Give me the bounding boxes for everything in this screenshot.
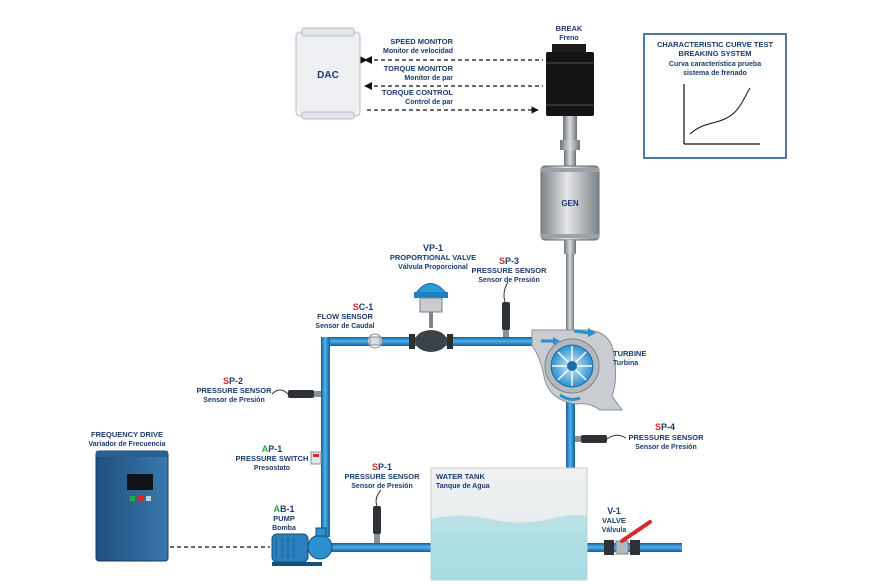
svg-text:SP-2: SP-2 <box>223 376 243 386</box>
pressure-sensor-sp1[interactable]: SP-1 PRESSURE SENSOR Sensor de Presión <box>344 462 420 543</box>
sp4-sub: Sensor de Presión <box>635 444 696 451</box>
frequency-drive[interactable]: FREQUENCY DRIVE Variador de Frecuencia <box>88 430 270 562</box>
proportional-valve-vp1[interactable]: VP-1 PROPORTIONAL VALVE Válvula Proporci… <box>390 243 476 352</box>
ab1-title: PUMP <box>273 514 295 523</box>
sp4-prefix: S <box>655 422 661 432</box>
vp1-sub: Válvula Proporcional <box>398 264 468 271</box>
pressure-sensor-sp4[interactable]: SP-4 PRESSURE SENSOR Sensor de Presión <box>575 422 704 451</box>
sp4-code: P-4 <box>661 422 675 432</box>
sp1-title: PRESSURE SENSOR <box>344 472 420 481</box>
signal-lines <box>360 56 543 114</box>
ap1-prefix: A <box>262 444 269 454</box>
drive-title: FREQUENCY DRIVE <box>91 430 163 439</box>
v1-code: V-1 <box>607 506 621 516</box>
sp2-prefix: S <box>223 376 229 386</box>
sp1-code: P-1 <box>378 462 392 472</box>
torque-control-title: TORQUE CONTROL <box>382 88 454 97</box>
water-tank: WATER TANK Tanque de Agua <box>430 467 588 581</box>
brake-unit: BREAK Freno <box>546 24 594 166</box>
pipe-left <box>321 337 330 537</box>
sp3-code: P-3 <box>505 256 519 266</box>
characteristic-curve-panel: CHARACTERISTIC CURVE TEST BREAKING SYSTE… <box>643 33 787 159</box>
sc1-code: C-1 <box>359 302 374 312</box>
curve-sub-1: Curva característica prueba <box>669 61 761 68</box>
pipe-turbine-outlet <box>566 398 575 468</box>
dac-label: DAC <box>317 70 339 81</box>
generator-label: GEN <box>561 199 579 208</box>
sc1-title: FLOW SENSOR <box>317 312 373 321</box>
speed-monitor-sub: Monitor de velocidad <box>383 48 453 55</box>
speed-monitor-title: SPEED MONITOR <box>390 37 453 46</box>
drive-func-button[interactable] <box>146 496 151 501</box>
curve-title-1: CHARACTERISTIC CURVE TEST <box>657 40 774 49</box>
turbine: TURBINE Turbina <box>531 328 646 411</box>
drive-stop-button[interactable] <box>138 496 143 501</box>
pipe-outlet <box>602 543 682 552</box>
vp1-code: VP-1 <box>423 243 443 253</box>
flow-sensor-sc1[interactable]: SC-1 FLOW SENSOR Sensor de Caudal <box>315 302 383 349</box>
drive-sub: Variador de Frecuencia <box>88 441 165 448</box>
svg-text:AP-1: AP-1 <box>262 444 283 454</box>
torque-monitor-title: TORQUE MONITOR <box>384 64 454 73</box>
turbine-shaft <box>566 254 574 336</box>
svg-text:SP-1: SP-1 <box>372 462 392 472</box>
drive-display <box>127 474 153 490</box>
tank-sub: Tanque de Agua <box>436 483 490 490</box>
torque-monitor-sub: Monitor de par <box>404 75 453 82</box>
turbine-title: TURBINE <box>613 349 646 358</box>
sp3-sub: Sensor de Presión <box>478 277 539 284</box>
signal-labels: SPEED MONITOR Monitor de velocidad TORQU… <box>382 37 454 106</box>
curve-title-2: BREAKING SYSTEM <box>679 49 752 58</box>
ap1-title: PRESSURE SWITCH <box>236 454 309 463</box>
ap1-sub: Presostato <box>254 465 290 472</box>
pressure-switch-ap1[interactable]: AP-1 PRESSURE SWITCH Presostato <box>236 444 322 472</box>
sp1-sub: Sensor de Presión <box>351 483 412 490</box>
valve-v1[interactable]: V-1 VALVE Válvula <box>602 506 652 555</box>
drive-run-button[interactable] <box>130 496 135 501</box>
v1-handle[interactable] <box>620 520 652 543</box>
svg-text:AB-1: AB-1 <box>273 504 294 514</box>
v1-sub: Válvula <box>602 527 627 534</box>
sp2-title: PRESSURE SENSOR <box>196 386 272 395</box>
sc1-sub: Sensor de Caudal <box>315 323 374 330</box>
torque-control-sub: Control de par <box>405 99 453 106</box>
svg-text:SC-1: SC-1 <box>353 302 374 312</box>
curve-line <box>689 87 751 135</box>
svg-text:SP-3: SP-3 <box>499 256 519 266</box>
turbine-sub: Turbina <box>613 360 638 367</box>
generator: GEN <box>540 165 600 336</box>
ab1-sub: Bomba <box>272 525 296 532</box>
curve-sub-2: sistema de frenado <box>683 70 747 77</box>
sp3-prefix: S <box>499 256 505 266</box>
sp1-prefix: S <box>372 462 378 472</box>
vp1-title: PROPORTIONAL VALVE <box>390 253 476 262</box>
svg-text:SP-4: SP-4 <box>655 422 675 432</box>
ab1-prefix: A <box>273 504 280 514</box>
ab1-code: B-1 <box>280 504 295 514</box>
sp4-title: PRESSURE SENSOR <box>628 433 704 442</box>
sp2-code: P-2 <box>229 376 243 386</box>
pump-ab1[interactable]: AB-1 PUMP Bomba <box>271 504 333 566</box>
pressure-sensor-sp2[interactable]: SP-2 PRESSURE SENSOR Sensor de Presión <box>196 376 321 404</box>
sp3-title: PRESSURE SENSOR <box>471 266 547 275</box>
dac-unit: DAC <box>295 27 361 120</box>
pressure-sensor-sp3[interactable]: SP-3 PRESSURE SENSOR Sensor de Presión <box>471 256 547 337</box>
brake-title: BREAK <box>556 24 583 33</box>
v1-title: VALVE <box>602 516 626 525</box>
tank-title: WATER TANK <box>436 472 485 481</box>
brake-sub: Freno <box>559 35 578 42</box>
sc1-prefix: S <box>353 302 359 312</box>
sp2-sub: Sensor de Presión <box>203 397 264 404</box>
ap1-code: P-1 <box>268 444 282 454</box>
